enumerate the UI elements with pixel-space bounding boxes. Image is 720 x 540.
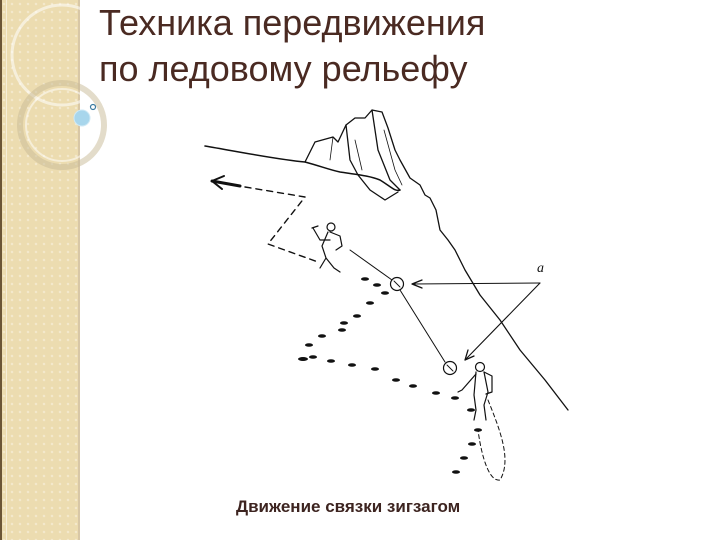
- sidebar-edge: [0, 0, 2, 540]
- decorative-circles: [10, 3, 114, 170]
- zigzag-illustration: a: [204, 109, 569, 481]
- title-line-2: по ледовому рельефу: [99, 48, 468, 89]
- footprints: [298, 277, 482, 474]
- ice-screw-1: [389, 276, 405, 292]
- sidebar-border: [78, 0, 80, 540]
- climber-lower: [457, 361, 493, 421]
- figure-caption: Движение связки зигзагом: [236, 497, 461, 516]
- slide-title: Техника передвижения по ледовому рельефу: [99, 0, 485, 92]
- title-line-1: Техника передвижения: [99, 2, 486, 43]
- anchor-label-a: a: [537, 261, 544, 276]
- climber-upper: [311, 222, 343, 273]
- sidebar-line: [6, 0, 7, 540]
- ice-screw-2: [442, 360, 458, 376]
